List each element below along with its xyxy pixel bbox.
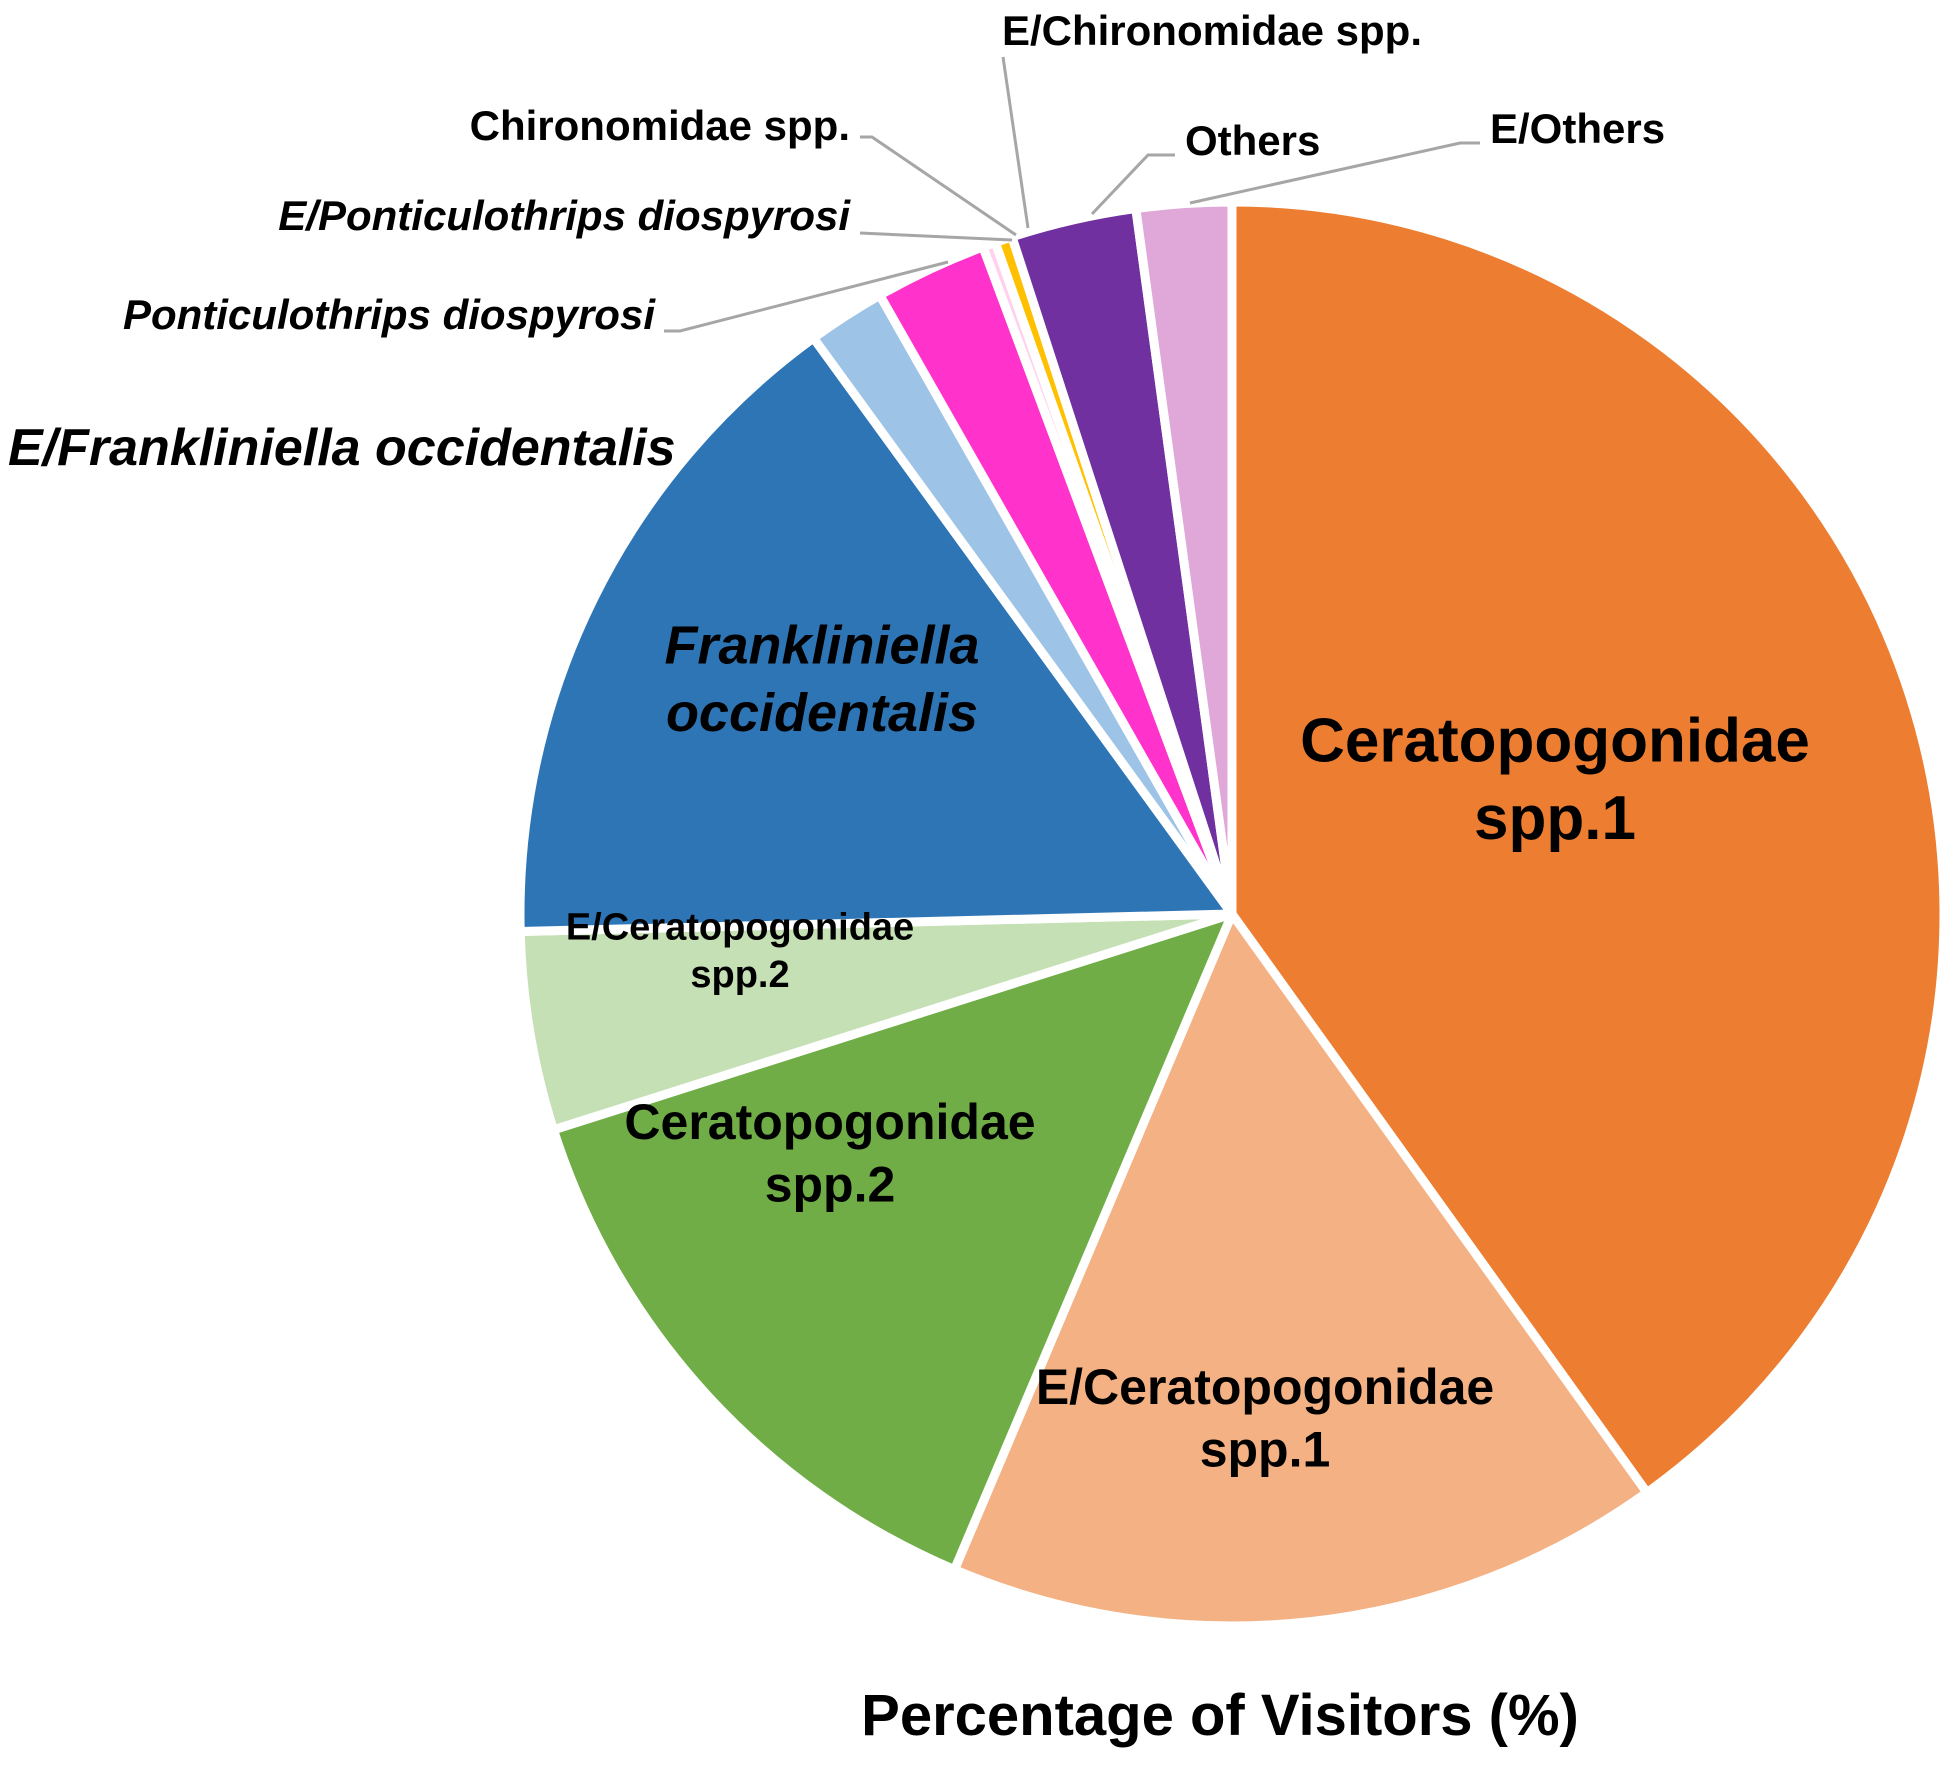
pie-slices (515, 197, 1949, 1631)
slice-label: E/Others (1490, 105, 1665, 152)
slice-label: E/Frankliniella occidentalis (8, 419, 676, 477)
slice-label: Others (1185, 117, 1320, 164)
slice-label: E/Ponticulothrips diospyrosi (278, 192, 851, 239)
slice-label: Chironomidae spp. (470, 102, 850, 149)
leader-line (1189, 141, 1480, 205)
slice-label: Ponticulothrips diospyrosi (123, 291, 656, 338)
chart-title: Percentage of Visitors (%) (861, 1683, 1579, 1748)
pie-slice (949, 909, 1652, 1631)
pie-slice (515, 909, 1237, 1135)
leader-line (1001, 56, 1030, 229)
leader-line (860, 135, 1017, 237)
pie-slice (1227, 197, 1949, 1498)
pie-slice (515, 333, 1237, 937)
slice-label: E/Chironomidae spp. (1002, 7, 1422, 54)
leader-lines (664, 56, 1480, 333)
leader-line (664, 260, 949, 333)
leader-line (859, 231, 1013, 242)
leader-line (1090, 153, 1175, 216)
pie-slice (1131, 197, 1237, 919)
